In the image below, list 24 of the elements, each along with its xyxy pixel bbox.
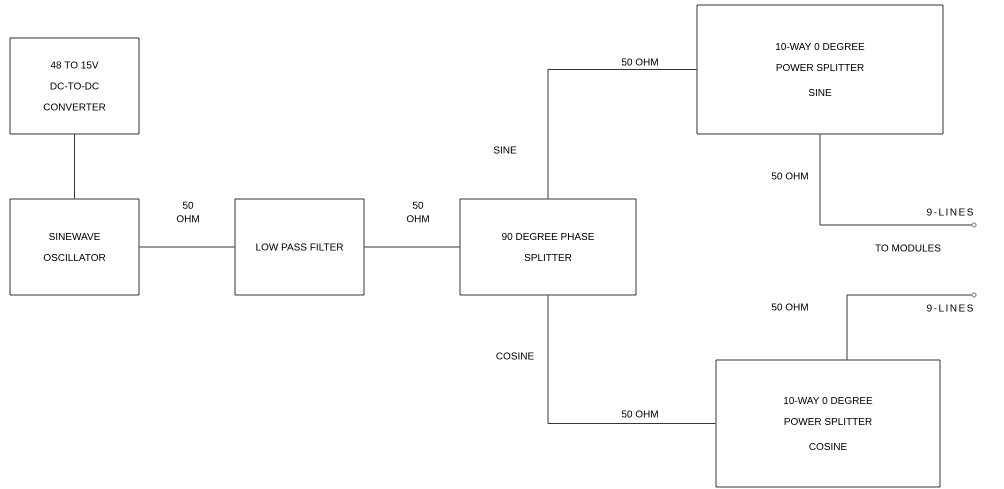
block-box: 48 TO 15V DC-TO-DC CONVERTER [9, 37, 140, 135]
connector-line [547, 69, 697, 199]
connector-line [74, 134, 75, 199]
edge-label: 50 OHM [770, 171, 810, 181]
block-box: 90 DEGREE PHASE SPLITTER [459, 198, 637, 296]
block-box: 10-WAY 0 DEGREE POWER SPLITTER SINE [696, 4, 944, 135]
edge-label: 50 OHM [620, 57, 660, 67]
signal-label: TO MODULES [875, 244, 941, 252]
edge-label: 50 OHM [770, 302, 810, 312]
connector-line [547, 295, 716, 424]
edge-label: 50 OHM [172, 200, 204, 224]
connector-line [364, 246, 460, 248]
signal-label: COSINE [496, 352, 534, 360]
connector-line [846, 294, 973, 360]
block-box: LOW PASS FILTER [234, 198, 365, 296]
connector-line [819, 134, 973, 226]
signal-label: SINE [493, 146, 517, 154]
block-box: 10-WAY 0 DEGREE POWER SPLITTER COSINE [715, 359, 941, 488]
block-box: SINEWAVE OSCILLATOR [9, 198, 140, 296]
connector-line [139, 246, 235, 248]
terminal-label: 9-LINES [927, 304, 973, 312]
terminal-label: 9-LINES [927, 208, 973, 216]
edge-label: 50 OHM [620, 409, 660, 419]
edge-label: 50 OHM [402, 200, 434, 224]
